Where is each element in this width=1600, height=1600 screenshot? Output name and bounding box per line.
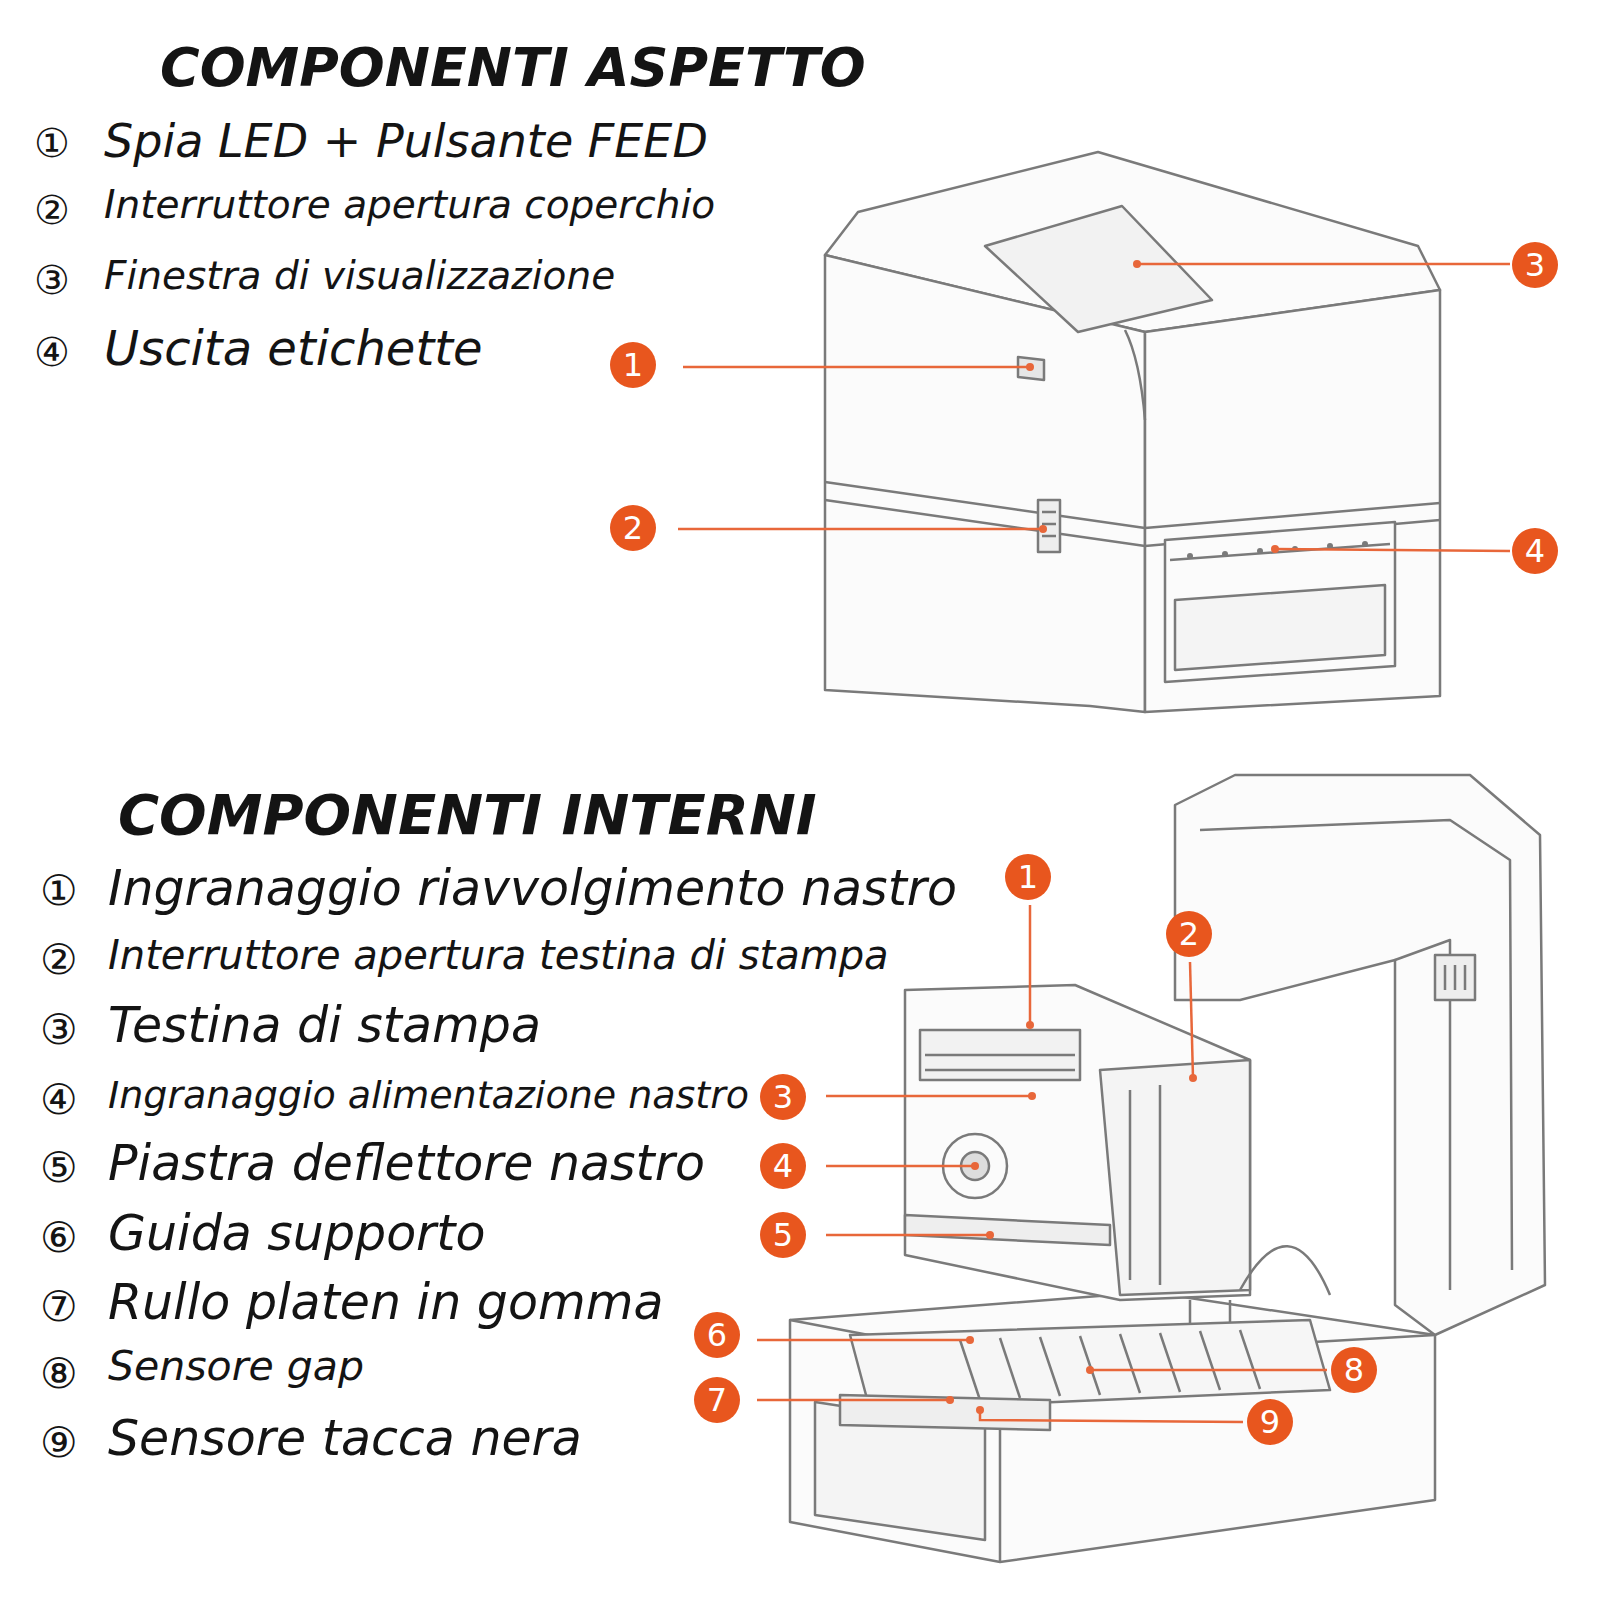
list-number: ⑥ [40, 1215, 78, 1261]
line-art [826, 1165, 975, 1168]
list-number: ④ [34, 330, 70, 374]
line-art [986, 1231, 994, 1239]
part-name: Interruttore apertura testina di stampa [108, 933, 889, 977]
section-heading: COMPONENTI ASPETTO [160, 38, 866, 97]
line-art [1170, 544, 1390, 560]
line-art [1026, 1021, 1034, 1029]
line-art [825, 482, 1440, 528]
line-art [1275, 549, 1510, 551]
part-name: Interruttore apertura coperchio [104, 184, 715, 227]
line-art [1026, 363, 1034, 371]
leader-dots [946, 260, 1279, 1414]
line-art [976, 1406, 984, 1414]
line-art [1125, 330, 1145, 420]
callout-number: 1 [610, 342, 656, 388]
list-number: ⑤ [40, 1145, 78, 1191]
line-art [1029, 905, 1032, 1025]
callout-number: 9 [1247, 1399, 1293, 1445]
line-art [678, 528, 1043, 531]
list-number: ① [40, 868, 78, 914]
line-art [1189, 1074, 1197, 1082]
line-art [1187, 553, 1193, 559]
line-art [920, 1030, 1080, 1080]
line-art [1100, 1060, 1250, 1295]
callout-number: 7 [694, 1377, 740, 1423]
line-art [826, 1095, 1032, 1098]
list-number: ④ [40, 1077, 78, 1123]
part-name: Sensore gap [108, 1344, 364, 1389]
line-art [905, 1215, 1110, 1245]
part-name: Sensore tacca nera [108, 1412, 582, 1466]
callout-number: 5 [760, 1212, 806, 1258]
line-art [966, 1336, 974, 1344]
closed-printer [825, 152, 1440, 712]
line-art [683, 366, 1030, 369]
list-number: ⑦ [40, 1284, 78, 1330]
line-art [1038, 500, 1060, 552]
line-art [1445, 965, 1465, 990]
line-art [757, 1399, 950, 1402]
callout-number: 3 [1512, 242, 1558, 288]
callout-number: 4 [760, 1143, 806, 1189]
section-heading: COMPONENTI INTERNI [118, 784, 817, 846]
line-art [946, 1396, 954, 1404]
callout-number: 2 [610, 505, 656, 551]
line-art [1133, 260, 1141, 268]
line-art [1028, 1092, 1036, 1100]
list-number: ③ [34, 258, 70, 302]
line-art [1145, 290, 1440, 712]
list-number: ② [34, 188, 70, 232]
line-art [980, 1410, 1243, 1422]
line-art [1018, 357, 1044, 380]
line-art [985, 206, 1212, 332]
line-art [1090, 1369, 1327, 1372]
part-name: Ingranaggio riavvolgimento nastro [108, 862, 957, 916]
line-art [960, 1330, 1260, 1400]
callout-number: 2 [1166, 911, 1212, 957]
line-art [1327, 543, 1333, 549]
list-number: ① [34, 121, 70, 165]
line-art [905, 985, 1250, 1300]
callout-number: 6 [694, 1312, 740, 1358]
line-art [1175, 585, 1385, 670]
part-name: Testina di stampa [108, 999, 541, 1053]
part-name: Spia LED + Pulsante FEED [104, 116, 708, 167]
line-art [1222, 551, 1228, 557]
line-art [1257, 548, 1263, 554]
line-art [1137, 263, 1510, 266]
line-art [826, 1234, 990, 1237]
part-name: Piastra deflettore nastro [108, 1137, 705, 1191]
part-name: Ingranaggio alimentazione nastro [108, 1075, 749, 1117]
line-art [925, 1055, 1075, 1070]
part-name: Uscita etichette [104, 322, 483, 375]
line-art [1165, 522, 1395, 682]
list-number: ⑧ [40, 1351, 78, 1397]
line-art [790, 1320, 1435, 1562]
line-art [971, 1162, 979, 1170]
line-art [1130, 1085, 1160, 1285]
line-art [1435, 955, 1475, 1000]
callout-number: 8 [1331, 1347, 1377, 1393]
line-art [790, 1292, 1435, 1562]
line-art [1190, 962, 1193, 1078]
callout-number: 1 [1005, 854, 1051, 900]
part-name: Guida supporto [108, 1207, 485, 1261]
list-number: ⑨ [40, 1420, 78, 1466]
list-number: ③ [40, 1007, 78, 1053]
line-art [1362, 541, 1368, 547]
callout-number: 3 [760, 1074, 806, 1120]
part-name: Rullo platen in gomma [108, 1276, 663, 1330]
list-number: ② [40, 937, 78, 983]
line-art [1240, 1246, 1330, 1295]
line-art [1271, 545, 1279, 553]
line-art [757, 1339, 970, 1342]
line-art [1039, 525, 1047, 533]
line-art [1086, 1366, 1094, 1374]
part-name: Finestra di visualizzazione [104, 255, 615, 298]
callout-number: 4 [1512, 528, 1558, 574]
